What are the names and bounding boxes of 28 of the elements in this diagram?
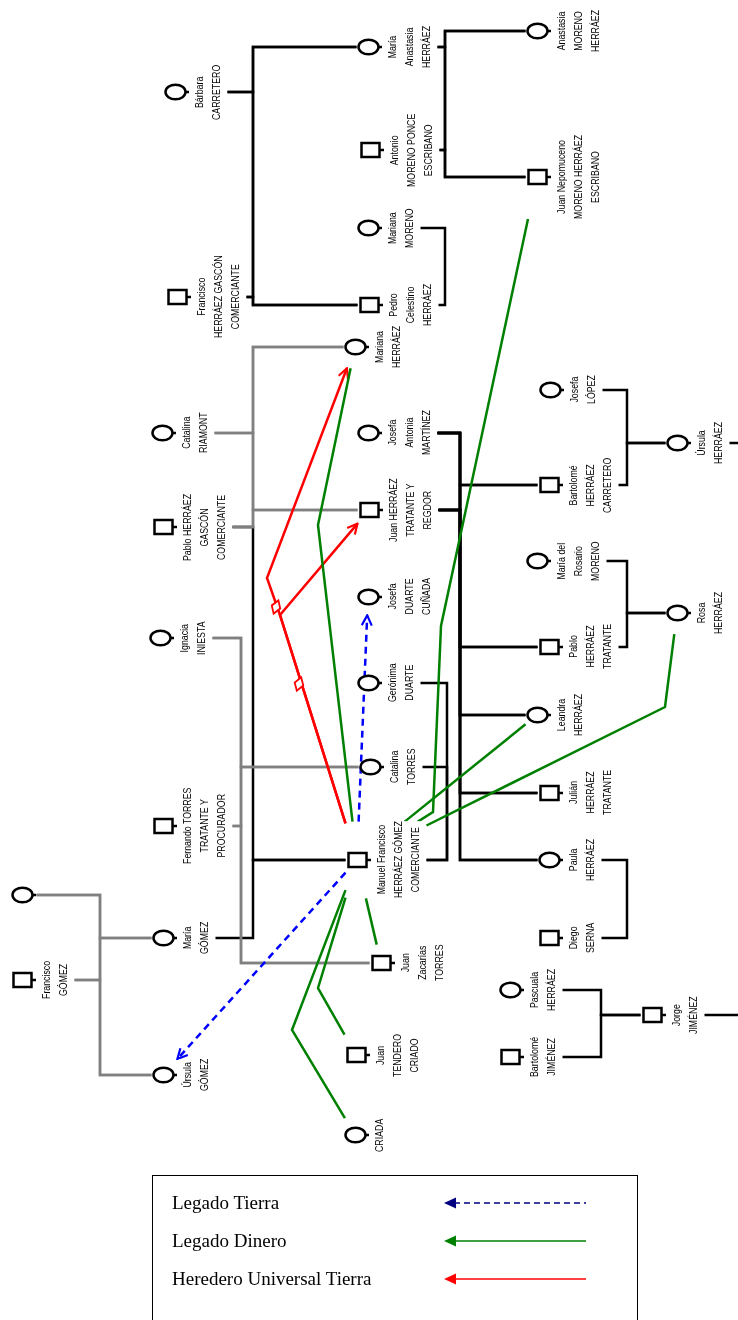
connector-line: [232, 508, 358, 529]
connector-line: [729, 441, 738, 445]
connector-line: [704, 1013, 738, 1017]
legend-label: Heredero Universal Tierra: [172, 1268, 372, 1290]
connector-line: [439, 148, 526, 179]
legend-label: Legado Dinero: [172, 1230, 287, 1252]
connector-line: [215, 858, 346, 940]
connector-line: [316, 897, 347, 1036]
connector-line: [316, 367, 354, 822]
connector-line: [422, 765, 449, 862]
connector-line: [425, 634, 676, 827]
connector-line: [618, 611, 666, 649]
connector-line: [364, 898, 378, 945]
connector-line: [246, 295, 358, 307]
connector-line: [290, 889, 347, 1119]
connector-line: [601, 858, 629, 940]
connector-line: [618, 441, 666, 487]
arrow: [357, 614, 373, 822]
connector-line: [562, 1013, 641, 1059]
connector-line: [232, 824, 370, 965]
connector-line: [403, 723, 527, 823]
connector-line: [437, 431, 538, 862]
connector-line: [74, 978, 152, 1077]
arrow: [278, 522, 359, 824]
legend-label: Legado Tierra: [172, 1192, 280, 1214]
connector-line: [417, 218, 530, 823]
arrow: [176, 871, 347, 1061]
connector-line: [420, 226, 447, 307]
